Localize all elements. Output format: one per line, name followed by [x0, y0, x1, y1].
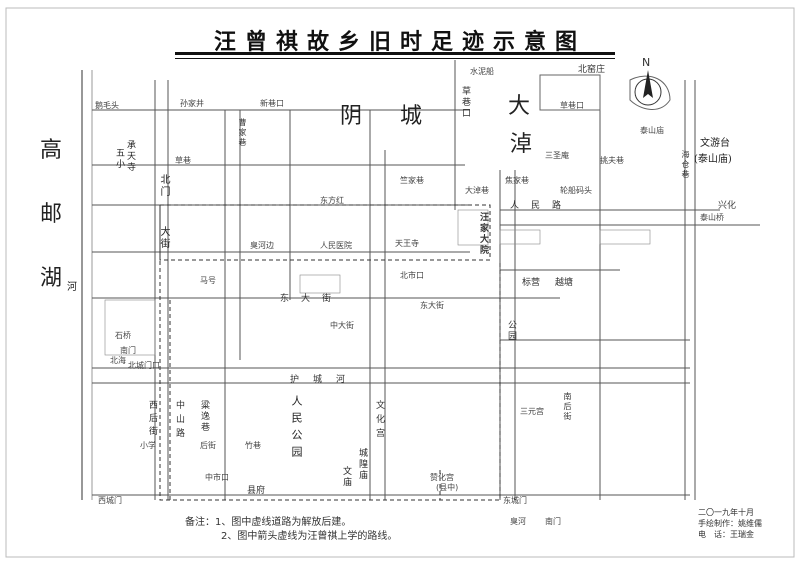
small-label: 竹巷	[245, 441, 261, 450]
place-tianmuan: 天王寺	[395, 239, 419, 248]
credit-date: 二〇一九年十月	[698, 508, 754, 517]
north-label: N	[642, 56, 651, 69]
small-label: 中大街	[330, 321, 354, 330]
small-label: 三圣庵	[545, 151, 569, 160]
route-loop	[159, 204, 491, 261]
place-chengtianshi: 承天寺	[125, 140, 135, 173]
place-zanhuagong: 赞化宫	[430, 473, 454, 482]
place-nanhoujie: 南后街	[563, 392, 572, 422]
route-south	[159, 205, 501, 501]
block-wang-home	[457, 209, 489, 246]
small-label: 竺家巷	[400, 176, 424, 185]
place-xianzhong: (县中)	[436, 483, 459, 492]
place-wenhuagong: 文化宫	[374, 400, 384, 442]
small-label: 东大街	[420, 301, 444, 310]
small-label: 孙家井	[180, 99, 204, 108]
place-xichengmen: 西城门	[98, 496, 122, 505]
place-caojiaxiang: 曹家巷	[238, 118, 247, 148]
small-label: 东方红	[320, 196, 344, 205]
map-notes: 备注：1、图中虚线道路为解放后建。 2、图中箭头虚线为汪曾祺上学的路线。	[185, 516, 397, 544]
small-label: 马号	[200, 276, 216, 285]
place-haicangxiang: 海仓巷	[681, 150, 690, 180]
block	[299, 274, 341, 294]
small-label: 北市口	[400, 271, 424, 280]
place-caoxiangkou: 草巷口	[460, 86, 470, 119]
place-xihoujie: 西后街	[147, 400, 157, 439]
place-xianfu: 县府	[247, 486, 266, 496]
title-underline	[175, 52, 615, 59]
place-dajie: 大街	[158, 226, 169, 250]
place-wuxiao: 五小	[114, 148, 124, 170]
school-routes	[159, 204, 501, 501]
small-label: 草巷口	[560, 101, 584, 110]
small-label: 大淖巷	[465, 186, 489, 195]
streets-vertical	[154, 60, 696, 500]
place-biaoying: 标营	[522, 278, 541, 288]
place-wenyoutai: 文游台	[700, 138, 730, 149]
place-wenmiao: 文庙	[341, 466, 351, 488]
place-renmingongyuan: 人民公园	[290, 395, 303, 463]
place-taishanqiao: 泰山桥	[700, 213, 724, 222]
map-title: 汪曾祺故乡旧时足迹示意图	[213, 29, 586, 55]
place-yuetang: 越塘	[555, 278, 574, 288]
lake-label-hu: 湖	[40, 266, 63, 291]
place-nanmen: 南门	[545, 517, 561, 526]
small-label: 后街	[200, 441, 216, 450]
small-label: 北海	[110, 356, 126, 365]
small-label: 水泥船	[470, 67, 494, 76]
place-dongchengmen: 东城门	[503, 496, 527, 505]
small-label: 草巷	[175, 156, 191, 165]
small-label: 三元宫	[520, 407, 544, 416]
place-taishanmiao: (泰山庙)	[694, 154, 732, 165]
place-zhongshikou: 中市口	[205, 473, 229, 482]
place-renminlu: 人民路	[510, 201, 574, 211]
small-label: 鹅毛头	[95, 101, 119, 110]
place-xinghua: 兴化	[718, 201, 737, 211]
place-gongyuan: 公园	[506, 320, 516, 342]
block	[499, 229, 541, 245]
dachuan-label-a: 大	[508, 94, 531, 119]
credit-phone: 电 话：王瑞金	[698, 530, 754, 539]
yinyang-label-b: 城	[400, 104, 423, 129]
note-line-1: 备注：1、图中虚线道路为解放后建。	[185, 517, 352, 528]
block	[599, 229, 651, 245]
place-huchenghe: 护城河	[290, 375, 360, 385]
place-liangyixiang: 粱逸巷	[199, 400, 209, 433]
place-beimen: 北门	[158, 174, 169, 198]
place-beichengmenkou: 北城门口	[128, 361, 160, 370]
place-zhongshanlu: 中山路	[174, 400, 184, 442]
place-beijiazhuang: 北窑庄	[578, 65, 606, 75]
small-label: 小学	[140, 441, 156, 450]
blocks	[104, 209, 651, 356]
lake-label-gao: 高	[40, 138, 63, 163]
small-label: 焦家巷	[505, 176, 529, 185]
place-dongdajie: 东大街	[280, 294, 344, 304]
small-label: 南门	[120, 346, 136, 355]
north-arrow	[634, 70, 662, 106]
block	[104, 299, 156, 356]
place-wangjiadayuan: 汪家大院	[478, 212, 488, 256]
dachuan-pond	[539, 74, 601, 111]
small-label: 臭河	[510, 517, 526, 526]
credit-maker: 手绘制作：姚维儒	[698, 519, 762, 528]
small-label: 泰山庙	[640, 126, 664, 135]
compass-needle	[643, 70, 653, 98]
map-credit: 二〇一九年十月 手绘制作：姚维儒 电 话：王瑞金	[698, 507, 762, 540]
small-label: 挑夫巷	[600, 156, 624, 165]
note-line-2: 2、图中箭头虚线为汪曾祺上学的路线。	[221, 531, 398, 542]
small-label: 臭河边	[250, 241, 274, 250]
place-shiqiao: 石桥	[115, 331, 131, 340]
place-chenghuangmiao: 城隍庙	[357, 448, 367, 481]
dachuan-label-b: 淖	[510, 132, 533, 157]
small-label: 轮船码头	[560, 186, 592, 195]
small-label: 新巷口	[260, 99, 284, 108]
lake-label-you: 邮	[40, 202, 63, 227]
river-label: 河	[67, 282, 77, 293]
map-frame	[5, 7, 795, 558]
yinyang-label-a: 阴	[340, 104, 363, 129]
small-label: 人民医院	[320, 241, 352, 250]
